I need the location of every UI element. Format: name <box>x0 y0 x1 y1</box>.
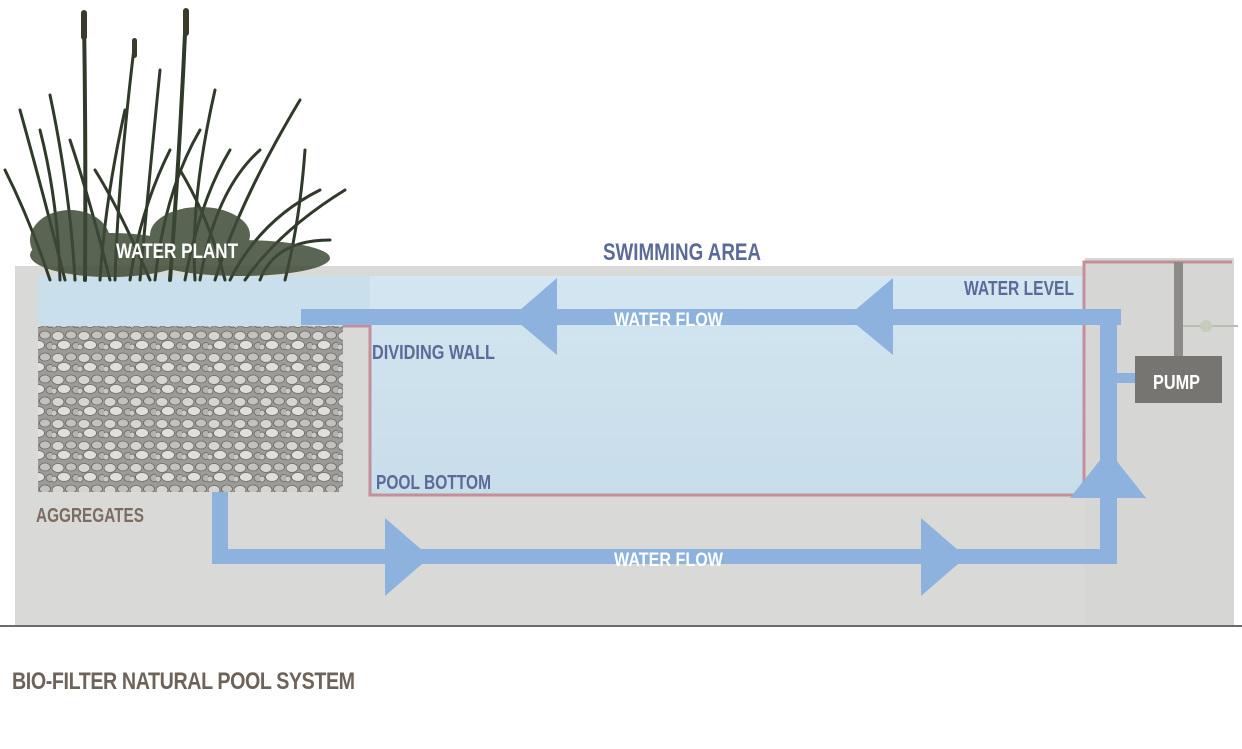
flow-arrow-up <box>1070 450 1146 498</box>
pump-side-dot <box>1200 320 1212 332</box>
top-flow-path <box>301 278 1146 509</box>
dividing-wall-label: DIVIDING WALL <box>372 342 495 364</box>
flow-arrow-bottom-left <box>385 518 430 596</box>
pool-outline <box>343 260 1232 497</box>
water-flow-top-label: WATER FLOW <box>614 310 723 331</box>
aggregates-bed <box>38 326 343 492</box>
bottom-flow-path <box>212 492 1117 596</box>
flow-arrow-top-right <box>847 278 893 355</box>
flow-arrow-bottom-right <box>921 518 966 596</box>
swimming-area-label: SWIMMING AREA <box>603 239 761 266</box>
water-flow-bottom-label: WATER FLOW <box>614 550 723 571</box>
aggregates-label: AGGREGATES <box>36 505 144 527</box>
pump-connector <box>1117 373 1136 383</box>
water-plant-cattails <box>81 8 189 58</box>
flow-arrow-top-left <box>512 278 557 355</box>
pump-label: PUMP <box>1153 372 1200 394</box>
water-plant-label: WATER PLANT <box>116 240 238 263</box>
pool-bottom-label: POOL BOTTOM <box>376 472 491 494</box>
swimming-area-water <box>370 276 1084 495</box>
diagram-caption: BIO-FILTER NATURAL POOL SYSTEM <box>12 668 355 695</box>
pump-riser-pipe <box>1174 262 1183 357</box>
pump-box <box>1135 356 1222 403</box>
water-plant-foliage <box>30 207 330 277</box>
water-level-label: WATER LEVEL <box>964 278 1074 300</box>
